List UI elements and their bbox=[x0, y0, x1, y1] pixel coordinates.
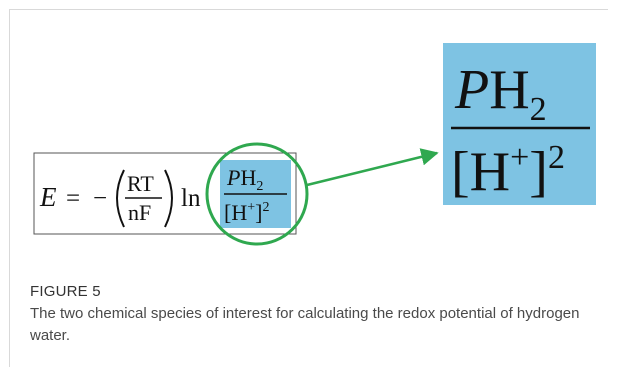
equation-nf: nF bbox=[128, 200, 151, 225]
figure-label: FIGURE 5 bbox=[30, 283, 101, 300]
enlarged-species-numerator: PH2 bbox=[454, 59, 547, 128]
equation-equals: = bbox=[66, 185, 80, 212]
figure-caption: The two chemical species of interest for… bbox=[30, 305, 580, 344]
highlight-circle bbox=[205, 142, 309, 246]
top-rule bbox=[9, 9, 608, 10]
pointer-arrow bbox=[306, 148, 439, 187]
equation-minus: − bbox=[93, 185, 107, 212]
equation-box bbox=[33, 152, 297, 235]
equation-right-paren bbox=[164, 169, 173, 228]
figure-image: E = − RT nF ln PH2 [H+]2 PH2 [H+]2 bbox=[33, 43, 596, 246]
enlarged-species-highlight bbox=[443, 43, 596, 205]
left-rule bbox=[9, 9, 10, 367]
enlarged-species-denominator: [H+]2 bbox=[451, 139, 565, 203]
equation-left-paren bbox=[116, 169, 125, 228]
equation-ln: ln bbox=[181, 185, 201, 212]
equation-lhs: E bbox=[39, 182, 57, 212]
equation-rt: RT bbox=[127, 171, 154, 196]
equation-species-numerator: PH2 bbox=[226, 165, 263, 194]
equation-species-denominator: [H+]2 bbox=[224, 200, 269, 225]
